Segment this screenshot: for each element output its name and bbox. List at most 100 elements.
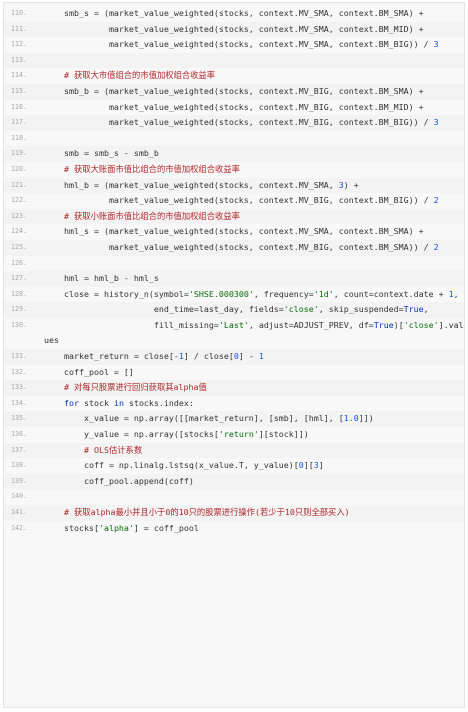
line-number: 142.	[11, 523, 27, 532]
code-token: market_value_weighted(stocks, context.MV…	[44, 23, 424, 34]
code-line: 142. stocks['alpha'] = coff_pool	[4, 521, 464, 537]
code-token: ].values	[44, 319, 464, 346]
line-number: 130.	[11, 320, 27, 329]
code-string: 'close'	[283, 304, 319, 315]
code-token: market_return = close[-	[44, 351, 179, 362]
line-number: 117.	[11, 118, 27, 127]
code-token: smb = smb_s - smb_b	[44, 148, 159, 159]
code-string: 'SHSE.000300'	[188, 288, 254, 299]
code-token: hml = hml_b - hml_s	[44, 273, 159, 284]
line-number: 137.	[11, 445, 27, 454]
line-number: 119.	[11, 149, 27, 158]
code-token: )[	[393, 319, 404, 330]
code-text: smb_b = (market_value_weighted(stocks, c…	[34, 84, 464, 100]
code-line: 112. market_value_weighted(stocks, conte…	[4, 37, 464, 53]
code-text: smb = smb_s - smb_b	[34, 146, 464, 162]
code-token: market_value_weighted(stocks, context.MV…	[44, 117, 434, 128]
code-number: 1	[448, 288, 454, 299]
code-token: stocks.index:	[123, 397, 194, 408]
code-token	[44, 70, 64, 80]
code-token: coff = np.linalg.lstsq(x_value.T, y_valu…	[44, 460, 299, 471]
code-line: 124. hml_s = (market_value_weighted(stoc…	[4, 224, 464, 240]
code-constant: True	[403, 304, 424, 315]
code-line: 110. smb_s = (market_value_weighted(stoc…	[4, 6, 464, 22]
code-text: market_value_weighted(stocks, context.MV…	[34, 115, 464, 131]
code-token: , count=context.date +	[333, 288, 449, 299]
line-number: 124.	[11, 227, 27, 236]
line-number: 138.	[11, 461, 27, 470]
code-text: # 获取大市值组合的市值加权组合收益率	[34, 68, 464, 84]
code-token	[44, 507, 64, 517]
code-line: 134. for stock in stocks.index:	[4, 396, 464, 412]
code-number: 2	[433, 241, 439, 252]
code-text: stocks['alpha'] = coff_pool	[34, 521, 464, 537]
line-number: 121.	[11, 180, 27, 189]
code-token	[44, 164, 64, 174]
code-line: 137. # OLS估计系数	[4, 442, 464, 459]
code-token: ]	[318, 460, 324, 471]
code-text: # 获取小账面市值比组合的市值加权组合收益率	[34, 209, 464, 225]
code-token: y_value = np.array([stocks[	[44, 429, 219, 440]
code-number: 3	[433, 39, 439, 50]
code-line: 141. # 获取alpha最小并且小于0的10只的股票进行操作(若少于10只则…	[4, 505, 464, 521]
code-line: 139. coff_pool.append(coff)	[4, 473, 464, 490]
code-number: 2	[433, 195, 439, 206]
line-number: 116.	[11, 102, 27, 111]
code-number: 1	[258, 351, 264, 362]
code-listing: 110. smb_s = (market_value_weighted(stoc…	[4, 6, 464, 536]
code-token: ] -	[238, 351, 259, 362]
code-line: 125. market_value_weighted(stocks, conte…	[4, 239, 464, 256]
code-line: 126.	[4, 256, 464, 272]
code-token	[44, 382, 64, 392]
code-token: x_value = np.array([[market_return], [sm…	[44, 413, 344, 424]
line-number: 115.	[11, 86, 27, 95]
code-line: 114. # 获取大市值组合的市值加权组合收益率	[4, 68, 464, 84]
line-number: 120.	[11, 164, 27, 173]
code-text: hml_b = (market_value_weighted(stocks, c…	[34, 178, 464, 194]
code-number: 3	[338, 179, 344, 190]
code-token: , frequency=	[253, 288, 314, 299]
code-number: 3	[433, 117, 439, 128]
line-number: 122.	[11, 196, 27, 205]
code-line: 133. # 对每只股票进行回归获取其alpha值	[4, 380, 464, 396]
code-line: 138. coff = np.linalg.lstsq(x_value.T, y…	[4, 458, 464, 474]
code-text: smb_s = (market_value_weighted(stocks, c…	[34, 6, 464, 22]
code-token: smb_b = (market_value_weighted(stocks, c…	[44, 85, 424, 96]
code-token: market_value_weighted(stocks, context.MV…	[44, 101, 424, 112]
code-number: 1.0	[343, 413, 359, 424]
line-number: 135.	[11, 414, 27, 423]
code-line: 119. smb = smb_s - smb_b	[4, 146, 464, 162]
code-string: 'Last'	[218, 319, 249, 330]
code-keyword: for	[63, 397, 79, 408]
code-token	[44, 445, 84, 455]
code-token: ]])	[358, 413, 374, 424]
code-token: close = history_n(symbol=	[44, 288, 189, 299]
code-token: ][stock]])	[258, 429, 309, 440]
code-line: 140.	[4, 489, 464, 505]
code-viewer[interactable]: 110. smb_s = (market_value_weighted(stoc…	[3, 2, 465, 708]
code-token: coff_pool.append(coff)	[44, 475, 194, 486]
code-line: 123. # 获取小账面市值比组合的市值加权组合收益率	[4, 208, 464, 225]
code-token: fill_missing=	[44, 319, 219, 330]
code-text: # 获取alpha最小并且小于0的10只的股票进行操作(若少于10只则全部买入)	[34, 505, 464, 521]
code-token: ] / close[	[183, 351, 234, 362]
code-line: 129. end_time=last_day, fields='close', …	[4, 302, 464, 318]
code-token: ,	[423, 304, 429, 315]
code-comment: # 获取小账面市值比组合的市值加权组合收益率	[63, 210, 240, 221]
line-number: 134.	[11, 398, 27, 407]
code-number: 3	[313, 460, 319, 471]
code-token: market_value_weighted(stocks, context.MV…	[44, 195, 434, 206]
code-token: hml_s = (market_value_weighted(stocks, c…	[44, 226, 424, 237]
code-text: coff_pool.append(coff)	[34, 474, 464, 490]
line-number: 128.	[11, 289, 27, 298]
code-line: 135. x_value = np.array([[market_return]…	[4, 411, 464, 428]
code-line: 128. close = history_n(symbol='SHSE.0003…	[4, 287, 464, 303]
code-token: ,	[453, 288, 459, 299]
line-number: 118.	[11, 133, 27, 142]
line-number: 136.	[11, 430, 27, 439]
code-string: 'close'	[403, 319, 439, 330]
line-number: 132.	[11, 367, 27, 376]
code-text: market_value_weighted(stocks, context.MV…	[34, 240, 464, 256]
code-line: 132. coff_pool = []	[4, 365, 464, 381]
code-token: , adjust=ADJUST_PREV, df=	[248, 319, 374, 330]
